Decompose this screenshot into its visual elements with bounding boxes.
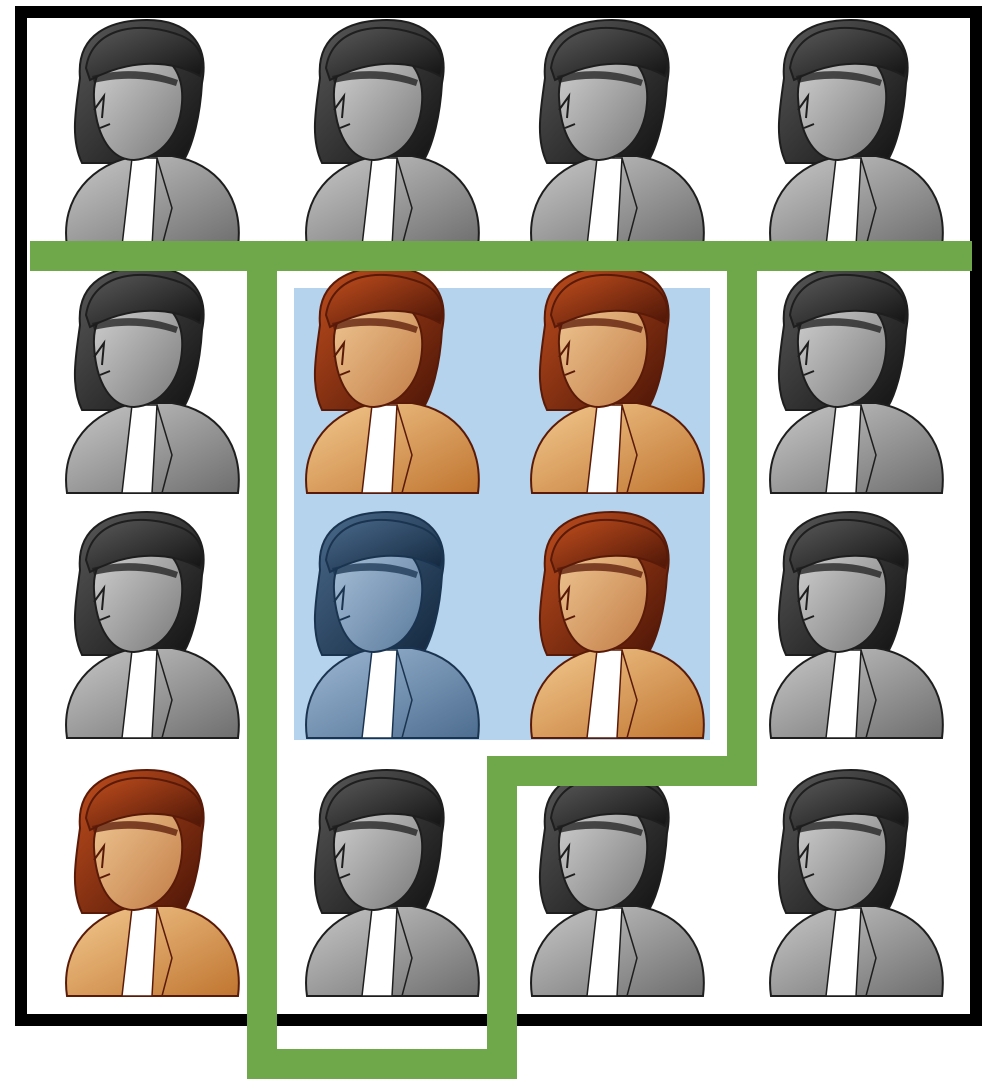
- person-icon: [306, 20, 479, 246]
- person-icon: [531, 20, 704, 246]
- person-icon: [531, 770, 704, 996]
- person-icon: [306, 770, 479, 996]
- person-icon: [66, 20, 239, 246]
- person-icon: [770, 267, 943, 493]
- person-icon: [770, 512, 943, 738]
- person-icon: [66, 770, 239, 996]
- person-icon: [770, 770, 943, 996]
- person-icon: [770, 20, 943, 246]
- person-icon: [66, 512, 239, 738]
- person-icon: [66, 267, 239, 493]
